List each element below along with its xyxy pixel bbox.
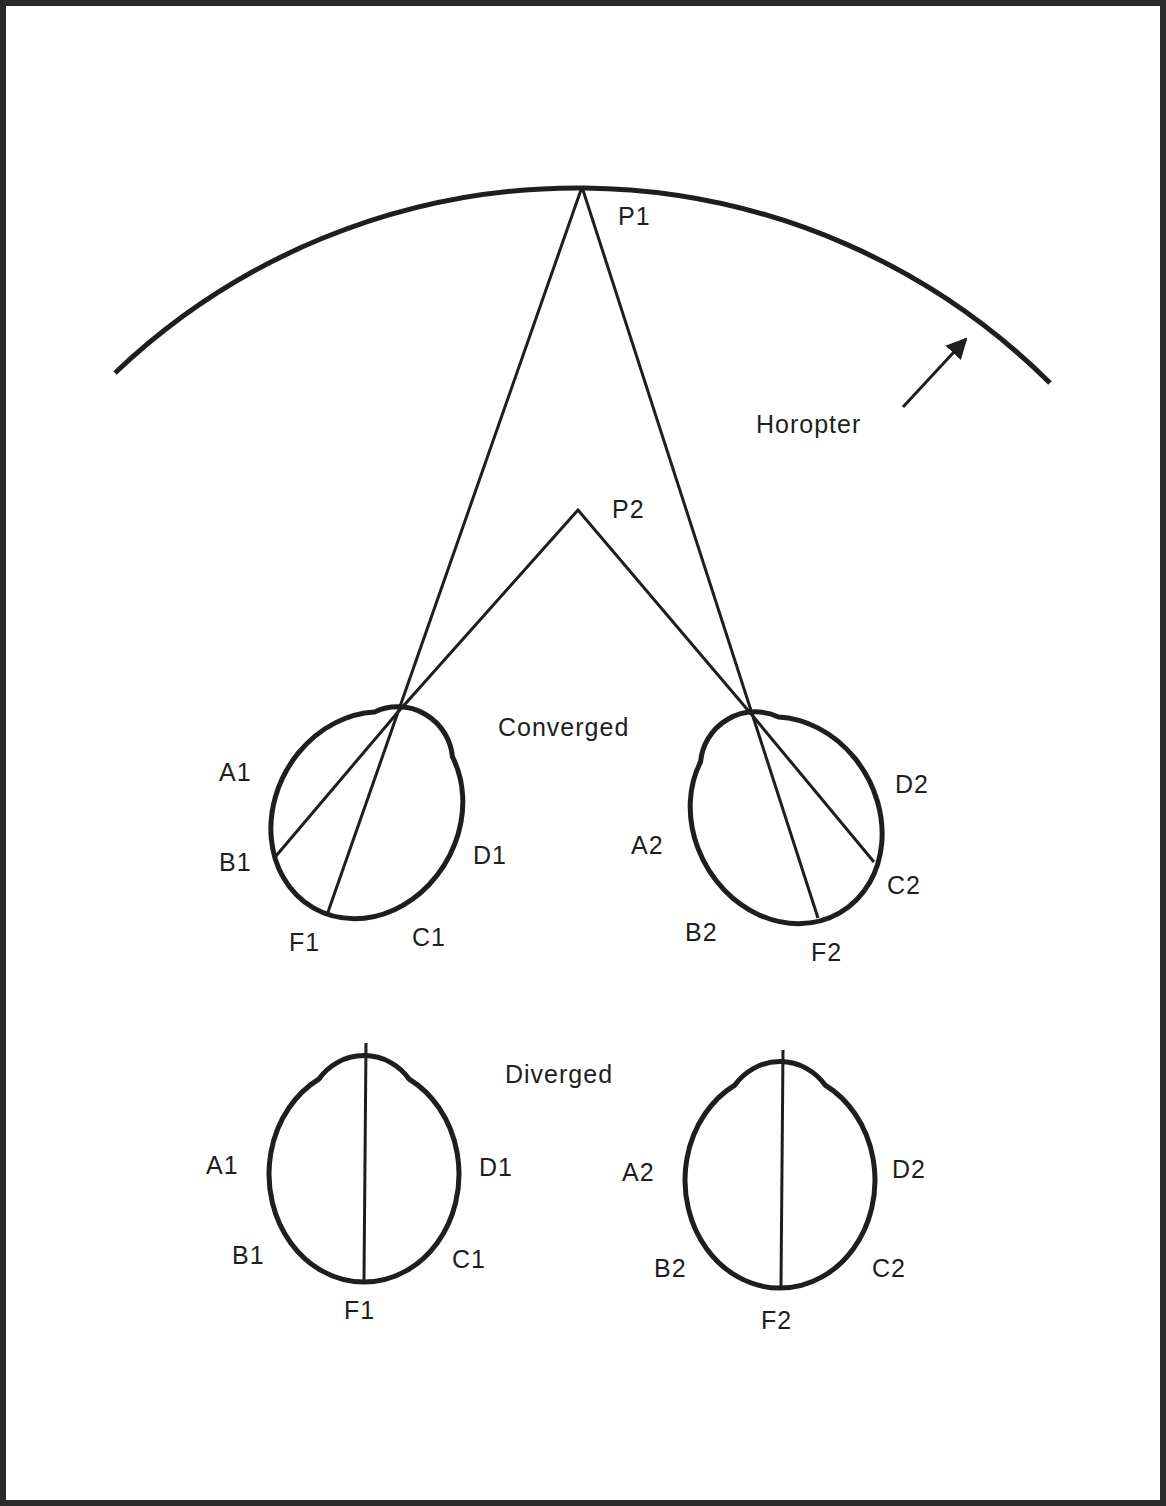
part-label: A1 [219,759,252,787]
part-label: C1 [412,924,446,952]
pointer-arrow [903,339,966,407]
part-label: A2 [622,1159,655,1187]
part-label: P1 [618,203,651,231]
part-label: C2 [872,1255,906,1283]
part-label: D2 [895,771,929,799]
part-label: F1 [344,1297,375,1325]
part-label: A2 [631,832,664,860]
part-label: C1 [452,1246,486,1274]
part-label: C2 [887,872,921,900]
part-label: F2 [811,939,842,967]
eyes [234,668,920,1288]
page-frame [3,3,1163,1503]
part-label: P2 [612,496,645,524]
horopter-arc [115,188,1050,383]
visual-axes [364,1043,783,1286]
part-label: B1 [219,849,252,877]
part-label: Diverged [505,1061,613,1089]
sight-lines [276,187,874,918]
part-label: F1 [289,929,320,957]
part-label: D1 [479,1154,513,1182]
part-label: D2 [892,1156,926,1184]
part-label: A1 [206,1152,239,1180]
part-label: Converged [498,714,629,742]
part-label: D1 [473,842,507,870]
part-label: B2 [654,1255,687,1283]
part-label: Horopter [756,411,861,439]
part-label: F2 [761,1307,792,1335]
part-label: B1 [232,1242,265,1270]
part-label: B2 [685,919,718,947]
